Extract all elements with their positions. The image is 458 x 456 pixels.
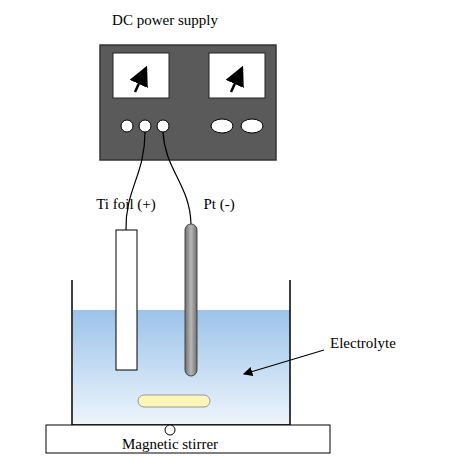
- terminal: [157, 120, 169, 132]
- meter: [113, 53, 169, 98]
- device-label: DC power supply: [112, 12, 218, 29]
- beaker: [72, 280, 290, 425]
- electrolyte-label: Electrolyte: [330, 335, 396, 352]
- terminal: [121, 120, 133, 132]
- meter-needle: [231, 68, 242, 92]
- stirrer-label: Magnetic stirrer: [122, 436, 218, 453]
- stir-bar: [138, 395, 210, 407]
- power-supply: [100, 45, 276, 160]
- leader-line: [244, 350, 324, 374]
- stirrer-base: [46, 425, 330, 453]
- meter-needle: [135, 68, 146, 92]
- electrode-label: Ti foil (+): [96, 196, 156, 213]
- electrode-label: Pt (-): [203, 196, 234, 213]
- ti-foil: [116, 230, 137, 370]
- wire: [126, 132, 145, 230]
- stirrer-knob: [165, 425, 175, 435]
- terminal: [139, 120, 151, 132]
- knob: [241, 119, 263, 133]
- electrolyte: [73, 310, 290, 425]
- knob: [211, 119, 233, 133]
- wire: [163, 132, 191, 224]
- meter: [209, 53, 265, 98]
- pt-electrode: [185, 224, 197, 376]
